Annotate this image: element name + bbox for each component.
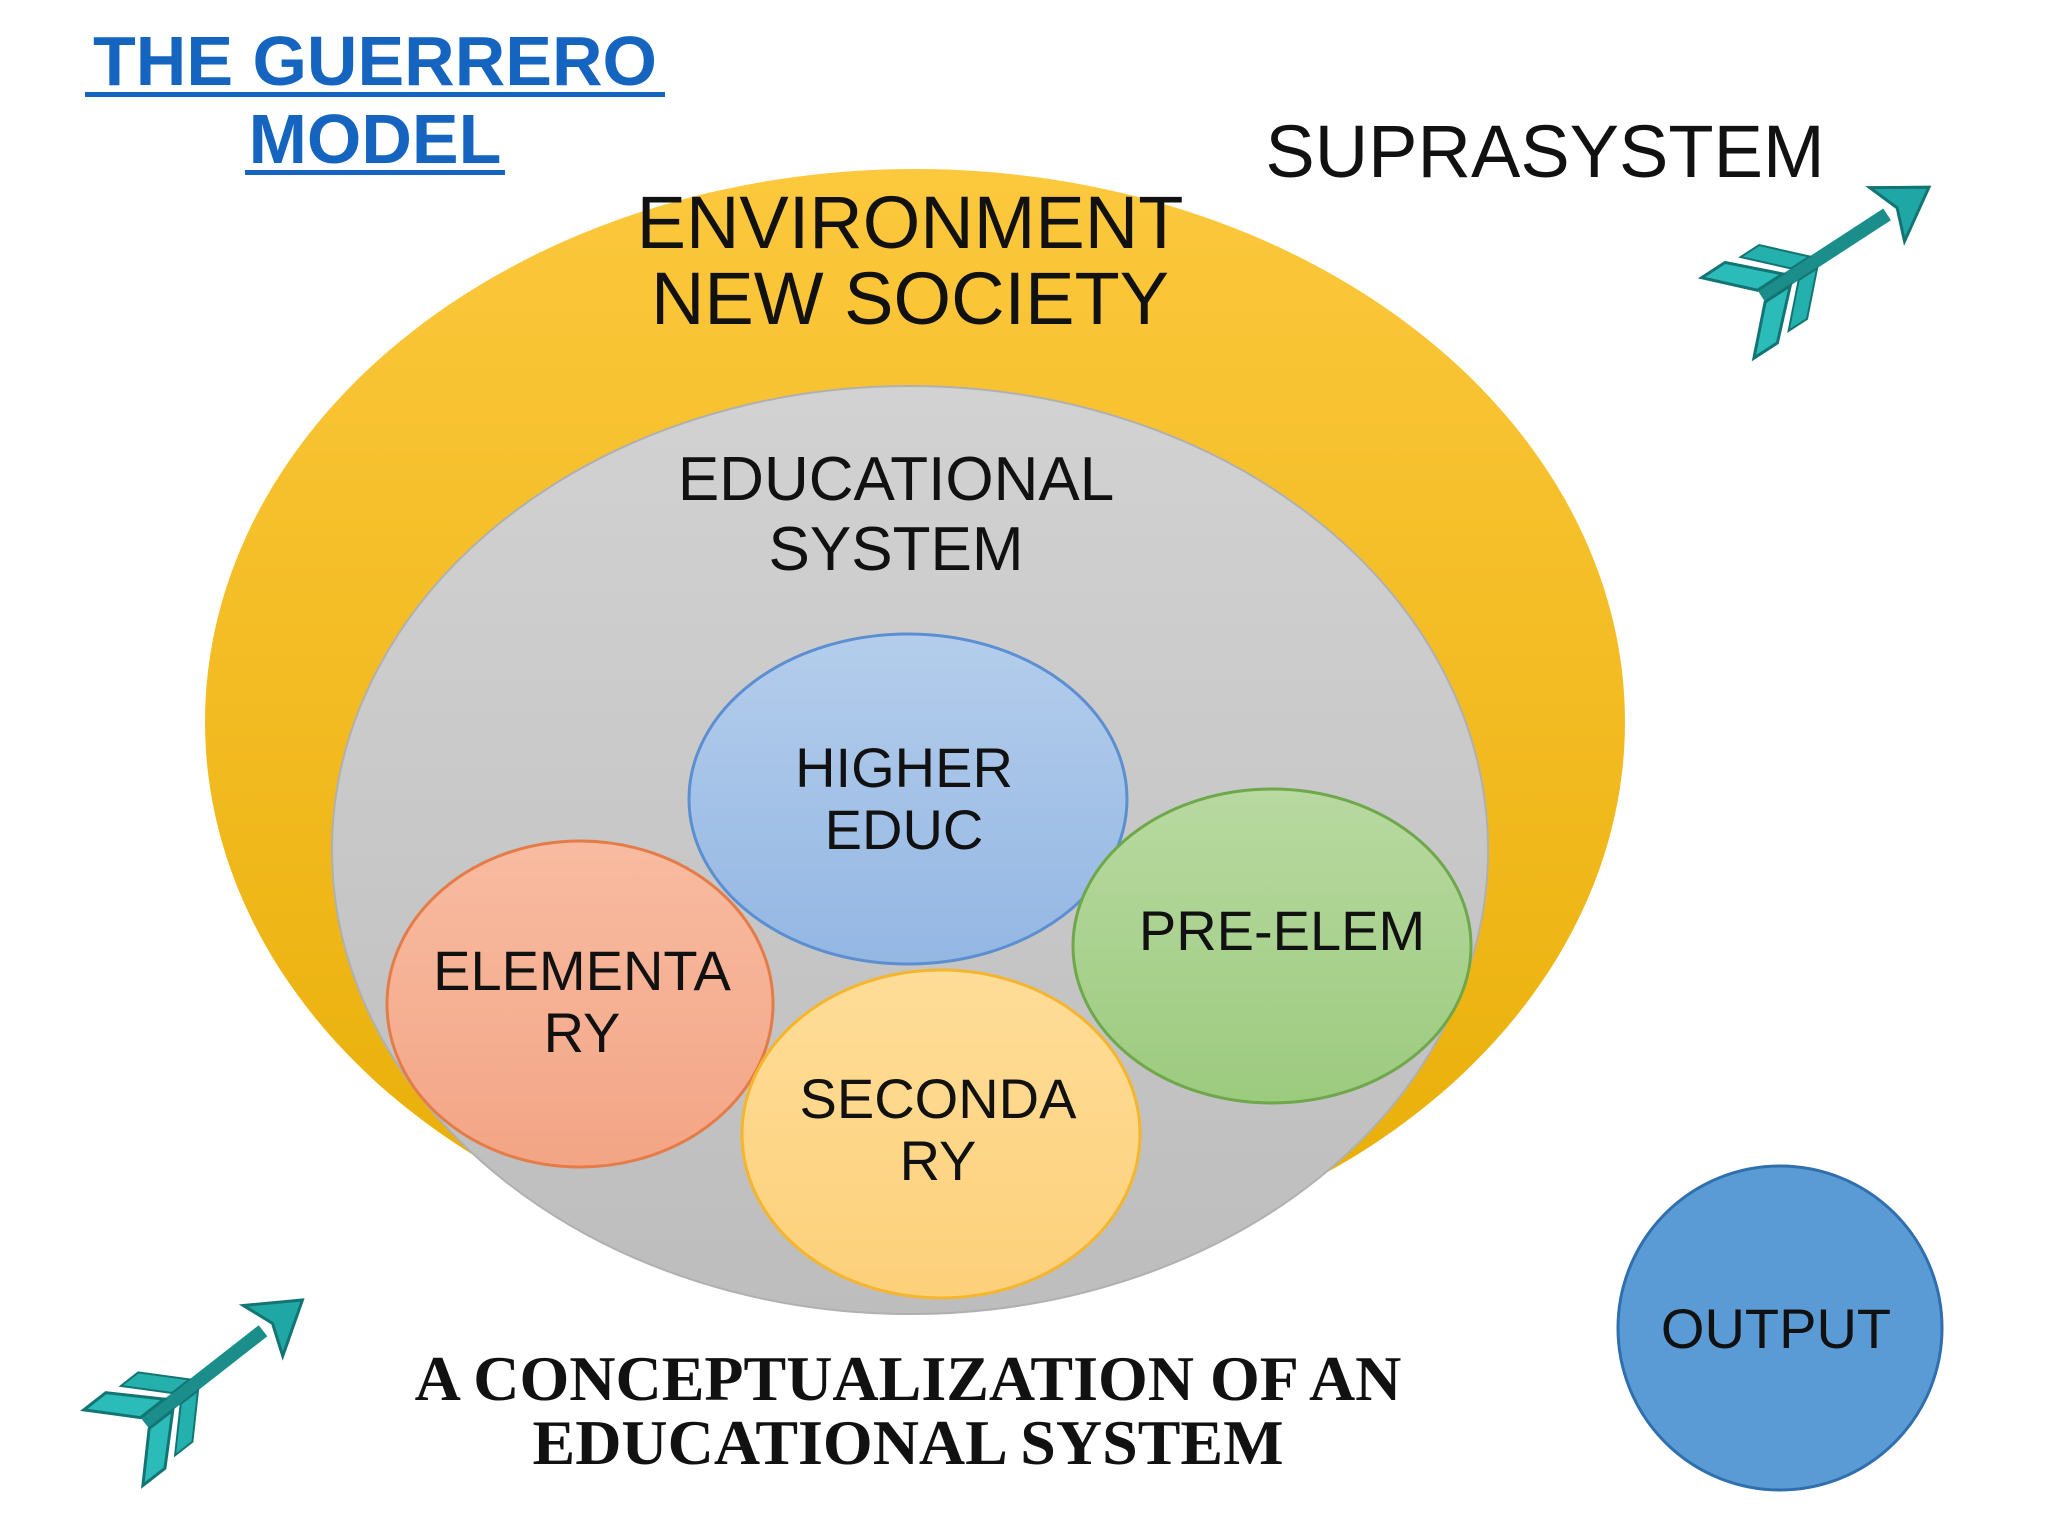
pre-elem-circle [1071,787,1473,1105]
higher-educ-label-line1: HIGHER [795,736,1013,799]
model-title-line2: MODEL [249,100,502,178]
secondary-label-line2: RY [900,1129,977,1192]
elementary-label-line2: RY [544,1001,621,1064]
model-title: THE GUERRERO MODEL [85,22,665,178]
arrow-icon [82,1260,334,1488]
environment-label-line1: ENVIRONMENT [637,181,1184,264]
educational-system-label-line1: EDUCATIONAL [678,445,1114,514]
caption-line1: A CONCEPTUALIZATION OF AN [415,1343,1402,1414]
environment-label-line2: NEW SOCIETY [651,257,1169,340]
secondary-circle [740,968,1142,1300]
output-circle [1616,1164,1944,1492]
title-underline-1 [85,92,665,97]
suprasystem-label: SUPRASYSTEM [1265,110,1824,193]
elementary-label-line1: ELEMENTA [433,939,731,1002]
pre-elem-label: PRE-ELEM [1139,899,1425,962]
title-underline-2 [245,170,505,175]
secondary-label-line1: SECONDA [800,1067,1078,1130]
higher-educ-label-line2: EDUC [825,798,984,861]
caption-line2: EDUCATIONAL SYSTEM [533,1407,1284,1478]
elementary-circle [385,839,775,1169]
educational-system-label-line2: SYSTEM [769,515,1024,584]
higher-educ-circle [687,632,1129,966]
model-title-line1: THE GUERRERO [93,22,657,100]
output-label: OUTPUT [1661,1297,1891,1360]
